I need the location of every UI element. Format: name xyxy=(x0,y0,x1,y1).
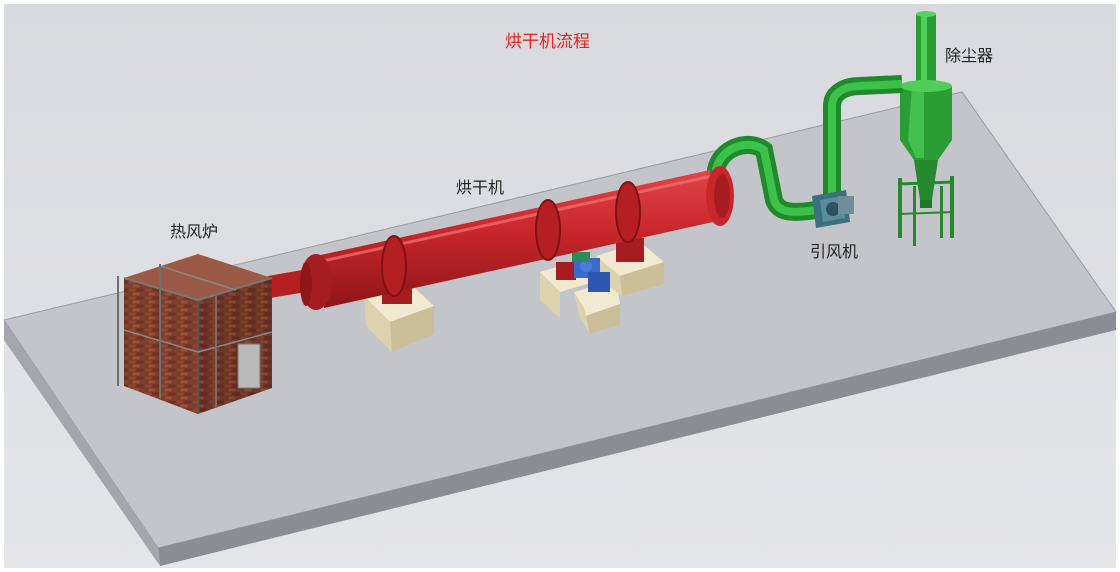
dust-collector-label: 除尘器 xyxy=(945,46,994,65)
hot-air-furnace-label: 热风炉 xyxy=(170,222,219,241)
drive-unit xyxy=(572,252,610,292)
induced-draft-fan xyxy=(812,190,854,228)
dryer-drum xyxy=(268,166,734,310)
diagram-title: 烘干机流程 xyxy=(505,32,590,52)
hot-air-furnace xyxy=(117,254,273,414)
induced-draft-fan-label: 引风机 xyxy=(810,242,859,261)
dryer-label: 烘干机 xyxy=(456,178,505,197)
duct xyxy=(707,75,903,221)
dust-collector xyxy=(897,11,955,246)
